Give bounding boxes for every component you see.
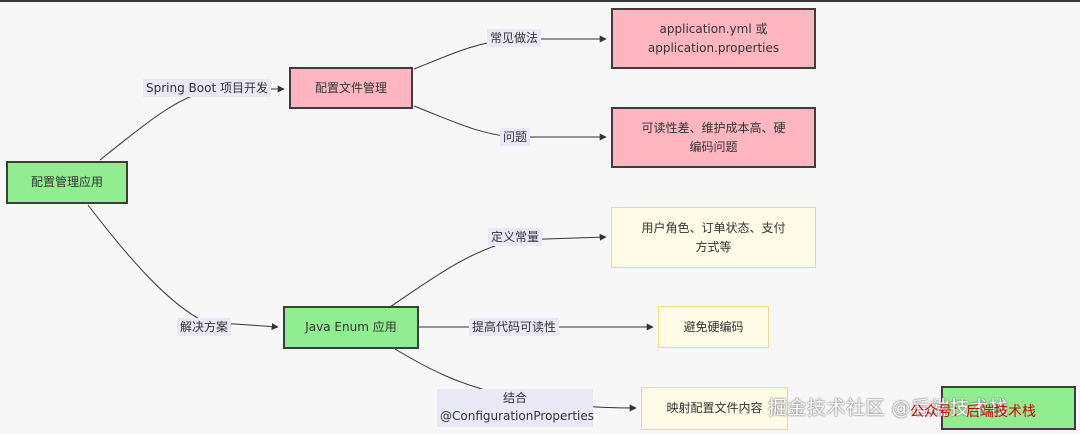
edge-app-to-config-file <box>99 85 285 161</box>
edge-label-common-practice: 常见做法 <box>487 29 542 47</box>
edge-label-problem: 问题 <box>500 128 531 146</box>
edge-label-solution: 解决方案 <box>177 318 232 336</box>
node-java-enum-label: Java Enum 应用 <box>305 320 397 334</box>
edge-enum-to-roles <box>389 233 607 308</box>
watermark-official-account: 公众号：后端技术栈 <box>910 404 1036 420</box>
node-problems-detail: 可读性差、维护成本高、硬 编码问题 <box>611 107 816 168</box>
watermark-juejin: 掘金技术社区 @后端技术栈 <box>768 397 1009 419</box>
node-map-config-label: 映射配置文件内容 <box>666 401 763 415</box>
node-map-config: 映射配置文件内容 <box>641 387 788 430</box>
node-yml-or-properties-label: application.yml 或 application.properties <box>647 21 780 55</box>
node-java-enum: Java Enum 应用 <box>283 306 419 349</box>
node-config-file-mgmt-label: 配置文件管理 <box>314 80 387 95</box>
edge-label-improve-readability: 提高代码可读性 <box>469 318 560 336</box>
node-config-mgmt-app: 配置管理应用 <box>6 161 128 204</box>
node-user-roles-label: 用户角色、订单状态、支付 方式等 <box>641 220 786 254</box>
edge-label-spring-boot-dev: Spring Boot 项目开发 <box>143 79 271 97</box>
node-partial-right <box>941 386 1076 430</box>
top-border-line <box>0 0 1080 2</box>
edge-label-define-constants: 定义常量 <box>488 228 543 246</box>
node-user-roles: 用户角色、订单状态、支付 方式等 <box>611 207 816 268</box>
edge-app-to-java-enum <box>87 204 279 331</box>
node-avoid-hardcode: 避免硬编码 <box>658 306 769 348</box>
node-config-mgmt-app-label: 配置管理应用 <box>30 175 103 189</box>
node-yml-or-properties: application.yml 或 application.properties <box>611 8 816 69</box>
node-config-file-mgmt: 配置文件管理 <box>289 67 413 109</box>
node-avoid-hardcode-label: 避免硬编码 <box>683 319 744 334</box>
node-problems-detail-label: 可读性差、维护成本高、硬 编码问题 <box>641 120 786 154</box>
edge-label-combine: 结合 @ConfigurationProperties <box>437 389 594 427</box>
